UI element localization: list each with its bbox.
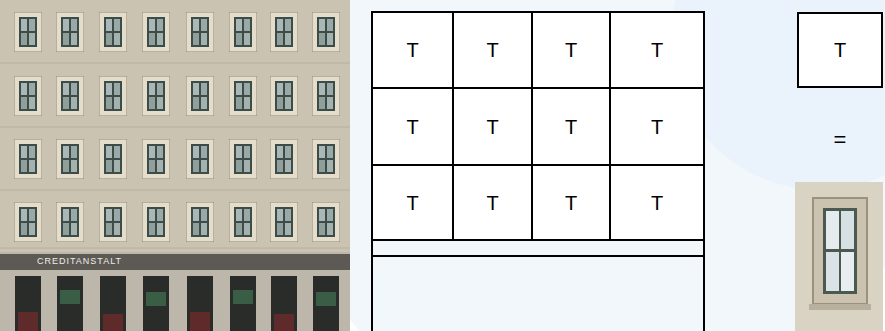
tile-label: T xyxy=(486,192,498,214)
facade-sign: CREDITANSTALT xyxy=(34,256,125,268)
tile-box: T xyxy=(531,87,611,166)
tile-box: T xyxy=(452,87,533,166)
tile-label: T xyxy=(834,39,846,61)
tile-label: T xyxy=(565,192,577,214)
tile-label: T xyxy=(651,39,663,61)
tile-label: T xyxy=(486,39,498,61)
tile-label: T xyxy=(486,116,498,138)
tile-box: T xyxy=(531,164,611,241)
grid-frame xyxy=(372,12,704,331)
tile-label: T xyxy=(565,116,577,138)
tile-box: T xyxy=(609,164,705,241)
facade-windows xyxy=(14,12,340,242)
tile-box: T xyxy=(452,11,533,89)
equals-sign: = xyxy=(834,128,847,152)
tile-label: T xyxy=(651,192,663,214)
ground-floor-openings xyxy=(15,276,339,331)
tile-legend-box: T xyxy=(797,12,883,88)
tile-box: T xyxy=(371,11,454,89)
tile-box: T xyxy=(609,11,705,89)
tile-label: T xyxy=(565,39,577,61)
tile-box: T xyxy=(452,164,533,241)
tile-label: T xyxy=(406,192,418,214)
tile-label: T xyxy=(406,39,418,61)
tile-label: T xyxy=(651,116,663,138)
tile-box: T xyxy=(371,87,454,166)
window-tile-photo xyxy=(795,182,883,331)
tile-label: T xyxy=(406,116,418,138)
tile-box: T xyxy=(531,11,611,89)
facade-photo xyxy=(0,0,350,331)
tile-box: T xyxy=(371,164,454,241)
tile-box: T xyxy=(609,87,705,166)
